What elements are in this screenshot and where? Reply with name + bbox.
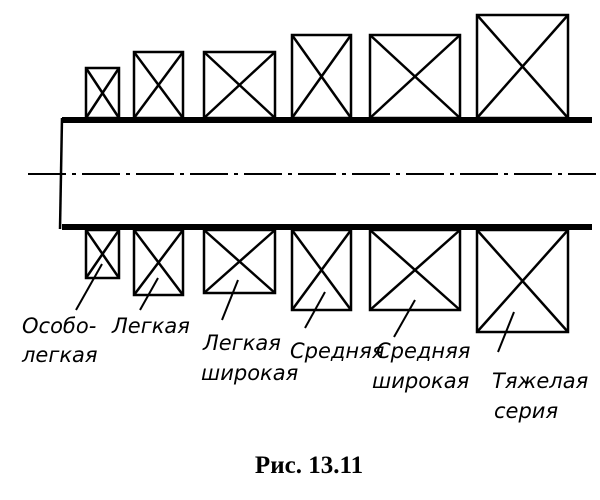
label-heavy-line-1: Тяжелая bbox=[492, 369, 588, 393]
series-labels: Особо- легкая Легкая Легкая широкая Сред… bbox=[21, 314, 595, 423]
lower-bearings bbox=[84, 228, 570, 334]
label-light-line-1: Легкая bbox=[111, 314, 190, 338]
bearing-medium-wide-bottom bbox=[368, 228, 462, 312]
label-light-wide-line-1: Легкая bbox=[202, 331, 281, 355]
leader-light bbox=[139, 277, 159, 311]
label-heavy: Тяжелая серия bbox=[492, 369, 595, 423]
leader-medium bbox=[304, 291, 326, 329]
leader-lines bbox=[75, 263, 515, 353]
shaft bbox=[28, 117, 596, 230]
label-light: Легкая bbox=[111, 314, 190, 338]
bearing-medium-wide-top bbox=[368, 33, 462, 120]
bearing-light-bottom bbox=[132, 228, 185, 297]
bearing-heavy-top bbox=[475, 13, 570, 120]
bearing-heavy-bottom bbox=[475, 228, 570, 334]
label-extra-light-line-1: Особо- bbox=[22, 314, 96, 338]
upper-bearings bbox=[84, 13, 570, 120]
bearing-light-wide-top bbox=[202, 50, 277, 120]
bearing-medium-top bbox=[290, 33, 353, 120]
label-extra-light: Особо- легкая bbox=[21, 314, 103, 367]
bearing-medium-bottom bbox=[290, 228, 353, 312]
label-medium-wide-line-1: Средняя bbox=[376, 339, 470, 363]
label-medium: Средняя bbox=[290, 339, 384, 363]
leader-medium-wide bbox=[393, 299, 416, 338]
bearing-extra-light-bottom bbox=[84, 228, 121, 280]
bearing-light-top bbox=[132, 50, 185, 120]
label-medium-wide-line-2: широкая bbox=[372, 369, 469, 393]
label-extra-light-line-2: легкая bbox=[21, 343, 98, 367]
leader-light-wide bbox=[221, 279, 239, 321]
label-light-wide: Легкая широкая bbox=[201, 331, 298, 385]
label-medium-line-1: Средняя bbox=[290, 339, 384, 363]
label-medium-wide: Средняя широкая bbox=[372, 339, 477, 393]
bearing-light-wide-bottom bbox=[202, 228, 277, 295]
leader-heavy bbox=[497, 311, 515, 353]
label-heavy-line-2: серия bbox=[494, 399, 558, 423]
leader-extra-light bbox=[75, 263, 103, 311]
label-light-wide-line-2: широкая bbox=[201, 361, 298, 385]
bearing-extra-light-top bbox=[84, 66, 121, 120]
figure-caption: Рис. 13.11 bbox=[255, 452, 363, 479]
